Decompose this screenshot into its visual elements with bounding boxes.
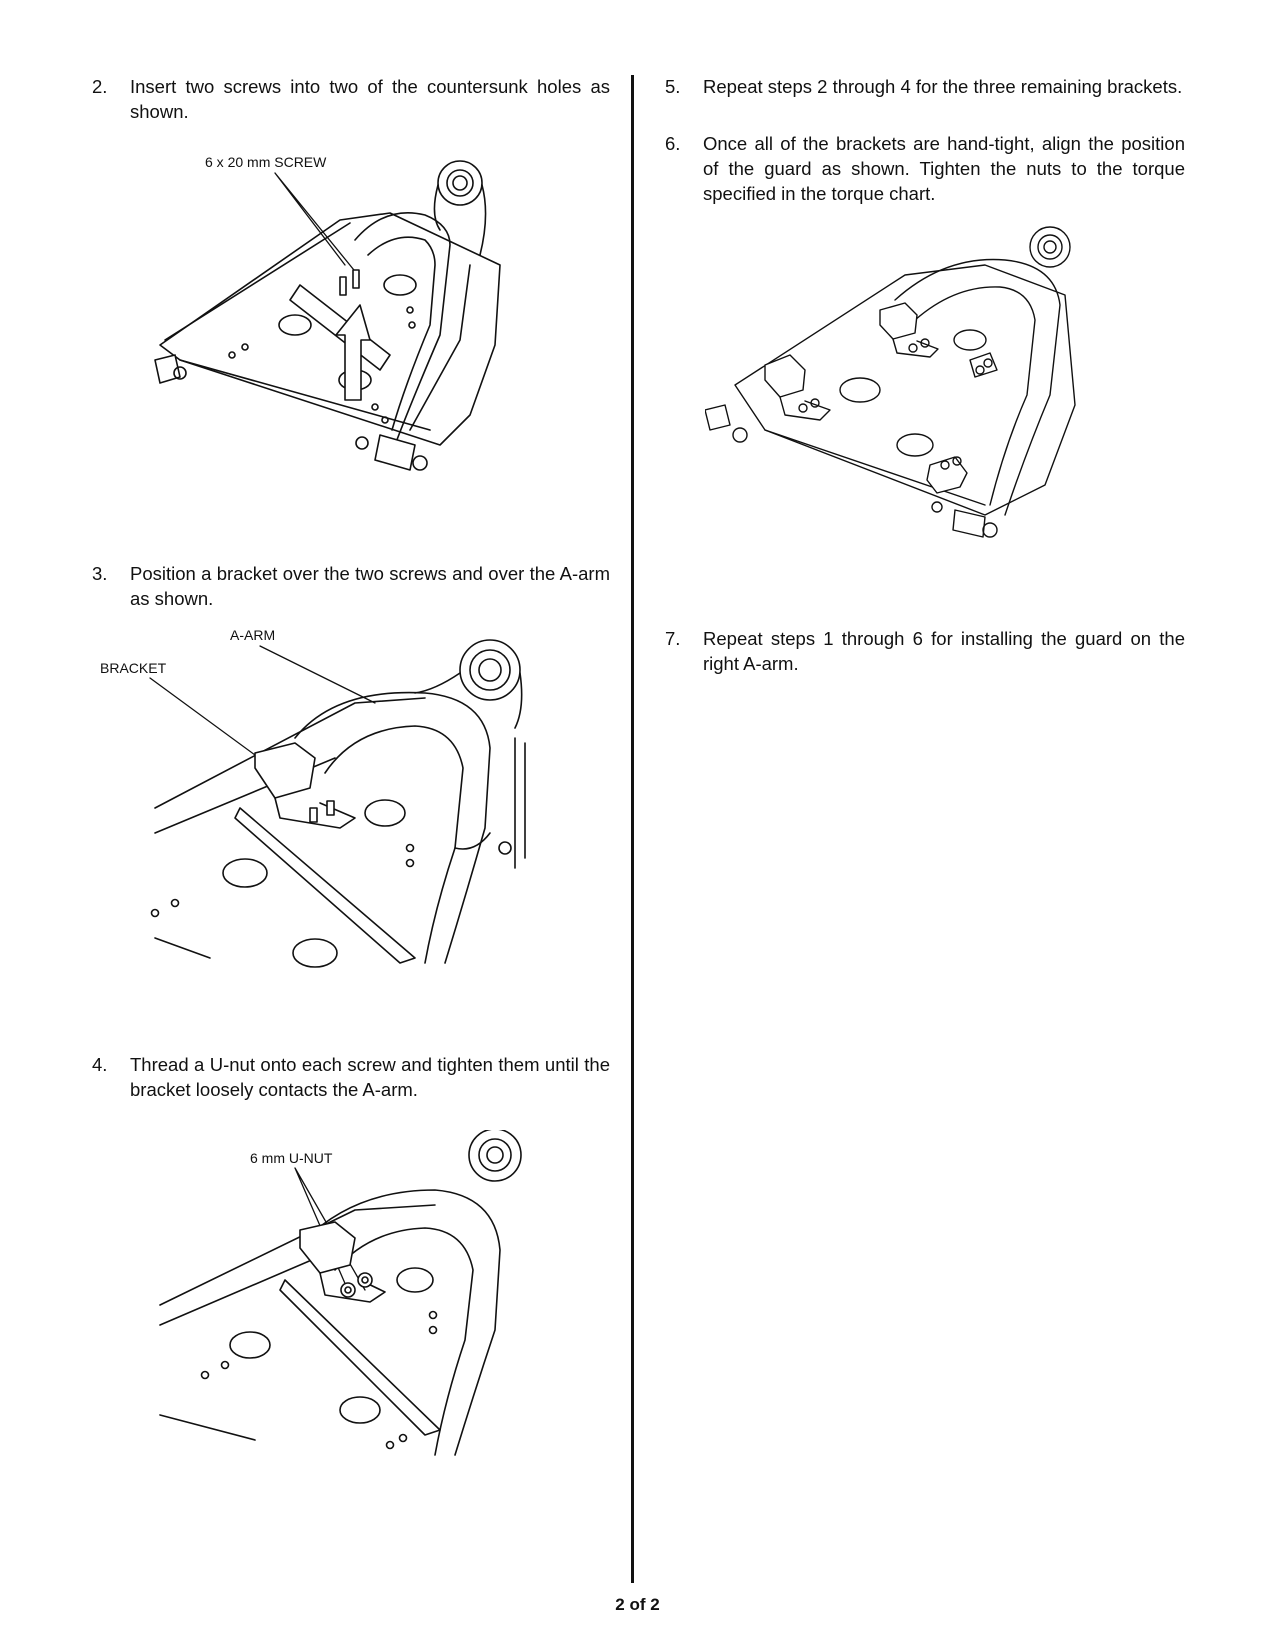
figure-u-nut: 6 mm U-NUT: [155, 1130, 525, 1465]
step-text: Repeat steps 2 through 4 for the three r…: [703, 76, 1183, 97]
column-divider: [631, 75, 634, 1583]
step-number: 4.: [92, 1054, 108, 1075]
step-text: Thread a U-nut onto each screw and tight…: [130, 1054, 610, 1100]
a-arm-callout: A-ARM: [230, 627, 275, 643]
page-number: 2 of 2: [615, 1595, 660, 1614]
step-number: 3.: [92, 563, 108, 584]
step-text: Insert two screws into two of the counte…: [130, 76, 610, 122]
step-number: 7.: [665, 628, 681, 649]
step-number: 2.: [92, 76, 108, 97]
figure-screws: 6 x 20 mm SCREW: [140, 145, 520, 510]
step-number: 6.: [665, 133, 681, 154]
step-number: 5.: [665, 76, 681, 97]
step-text: Position a bracket over the two screws a…: [130, 563, 610, 609]
u-nut-callout: 6 mm U-NUT: [250, 1150, 333, 1166]
bracket-callout: BRACKET: [100, 660, 167, 676]
screw-callout: 6 x 20 mm SCREW: [205, 154, 327, 170]
step-text: Repeat steps 1 through 6 for installing …: [703, 628, 1185, 674]
figure-bracket: A-ARM BRACKET: [95, 618, 535, 988]
step-text: Once all of the brackets are hand-tight,…: [703, 133, 1185, 204]
figure-guard-aligned: [705, 225, 1125, 565]
